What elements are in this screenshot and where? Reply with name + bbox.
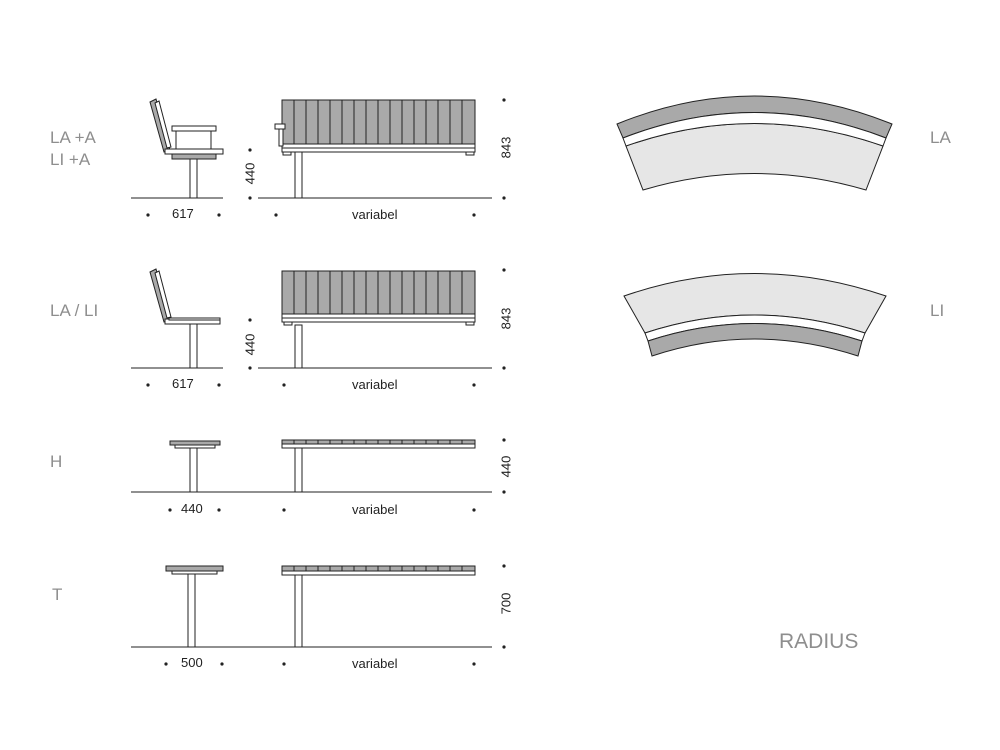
- row-label-la-li: LA / LI: [50, 300, 98, 322]
- bench-front-view: [281, 439, 476, 493]
- radius-title: RADIUS: [779, 630, 859, 653]
- row-label-la-li-armrest: LA +A LI +A: [50, 127, 96, 171]
- dim-length: variabel: [352, 502, 398, 517]
- front-view-backrest-armrest: [274, 99, 476, 199]
- dim-side-width: 617: [172, 206, 194, 221]
- row-label-line: LA / LI: [50, 301, 99, 320]
- dim-side-width: 440: [181, 501, 203, 516]
- side-view: [149, 268, 221, 369]
- dim-side-width: 617: [172, 376, 194, 391]
- stool-side-view: [169, 440, 221, 493]
- row-label-line: H: [50, 452, 63, 471]
- dimension-dots: [146, 98, 506, 666]
- table-front-view: [281, 565, 476, 648]
- row-label-h: H: [50, 451, 62, 473]
- dim-length: variabel: [352, 207, 398, 222]
- row-label-t: T: [52, 584, 62, 606]
- table-side-view: [165, 565, 224, 648]
- dim-side-width: 500: [181, 655, 203, 670]
- side-view-armrest: [149, 98, 224, 199]
- row-label-line: T: [52, 585, 63, 604]
- plan-label-la: LA: [930, 128, 951, 147]
- front-view-backrest: [281, 270, 476, 369]
- row-label-line: LA +A: [50, 128, 96, 147]
- dim-length: variabel: [352, 656, 398, 671]
- plan-view-la: [616, 95, 893, 191]
- dim-length: variabel: [352, 377, 398, 392]
- plan-view-li: [623, 273, 887, 357]
- row-label-line: LI +A: [50, 150, 91, 169]
- plan-label-li: LI: [930, 301, 945, 320]
